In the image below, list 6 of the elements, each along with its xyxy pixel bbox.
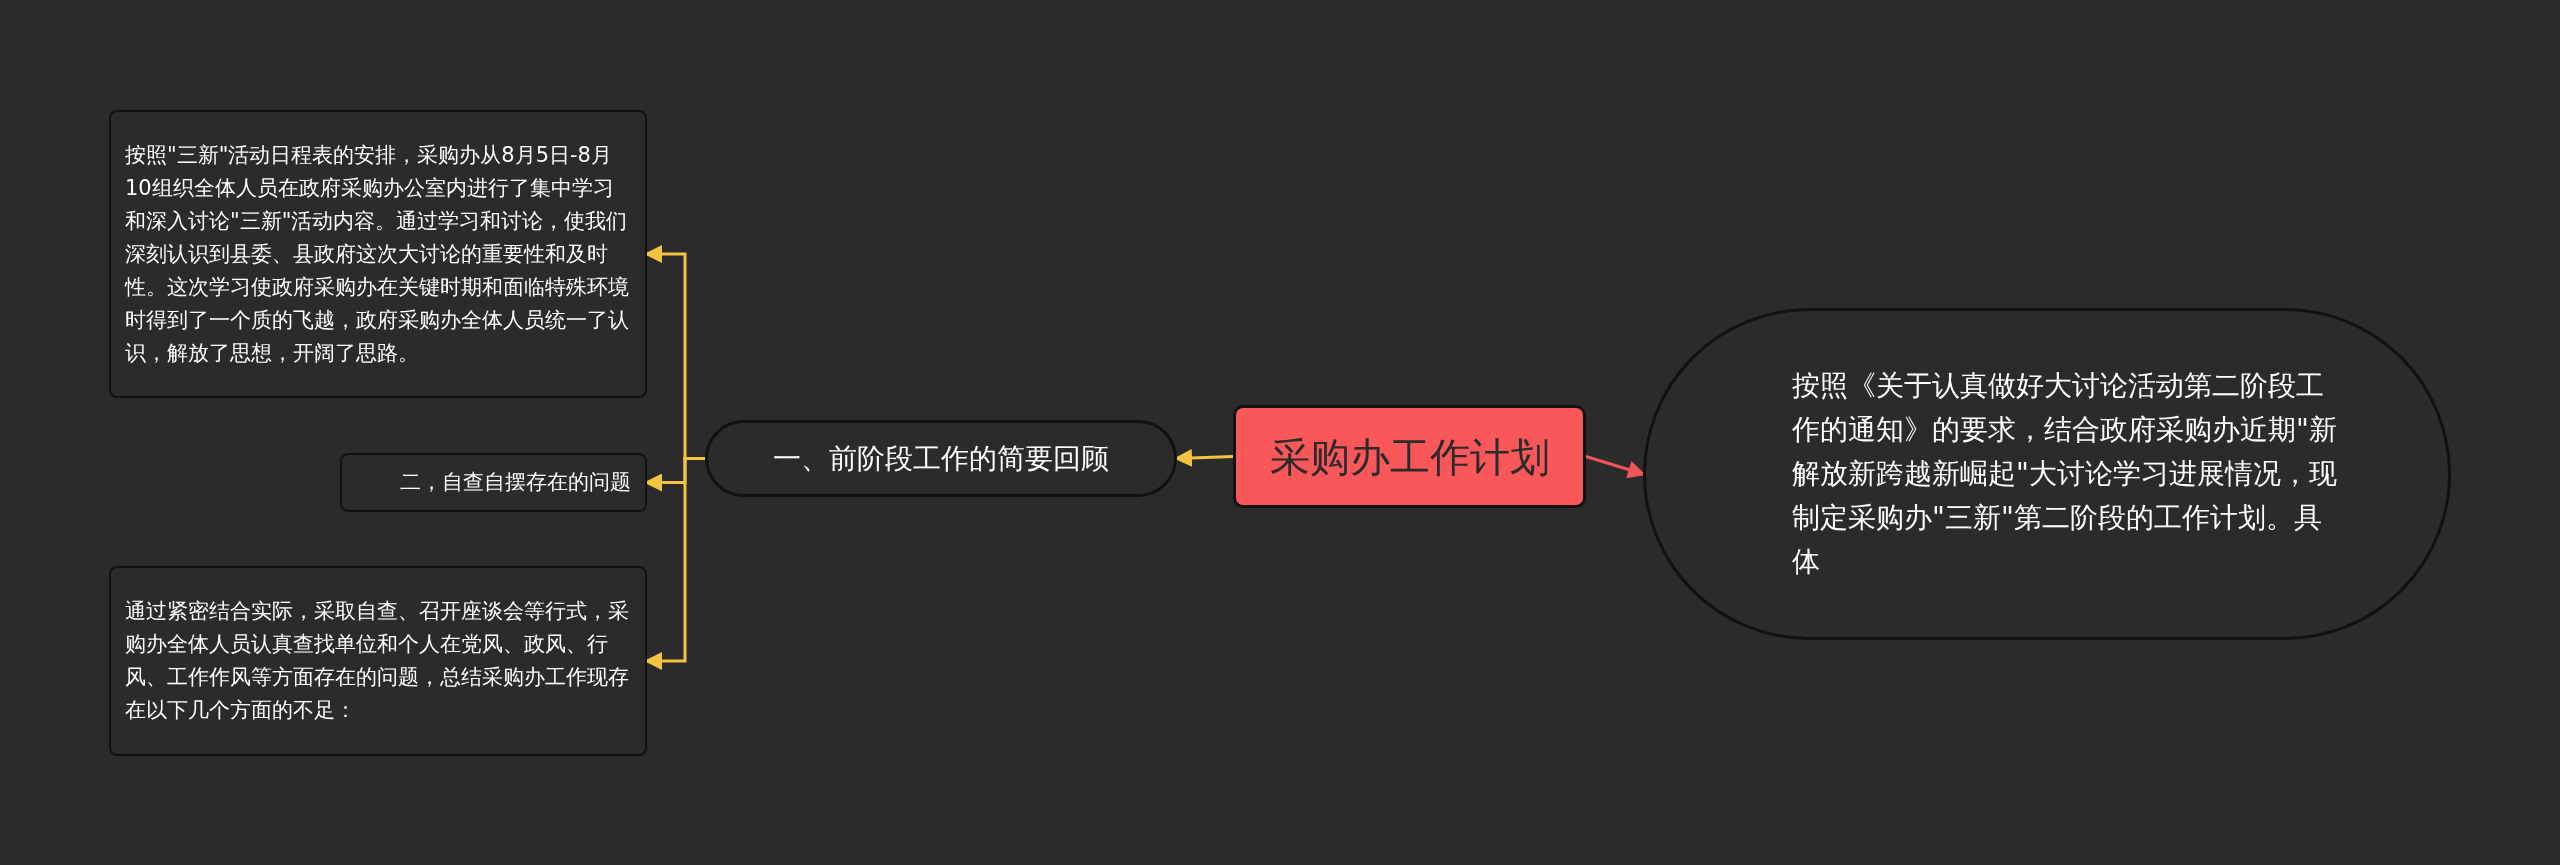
note-box: 通过紧密结合实际，采取自查、召开座谈会等行式，采购办全体人员认真查找单位和个人在党风、政风、行风、工作作风等方面存在的问题，总结采购办工作现存在以下几个方面的不足：	[109, 566, 647, 756]
note-box: 二，自查自摆存在的问题	[340, 453, 647, 512]
root-topic-box: 采购办工作计划	[1233, 405, 1586, 508]
branch-topic-pill: 一、前阶段工作的简要回顾	[705, 420, 1177, 497]
note-pill: 按照《关于认真做好大讨论活动第二阶段工作的通知》的要求，结合政府采购办近期"新解放新跨越新崛起"大讨论学习进展情况，现制定采购办"三新"第二阶段的工作计划。具体	[1643, 308, 2451, 640]
note-box: 按照"三新"活动日程表的安排，采购办从8月5日-8月10组织全体人员在政府采购办公室内进行了集中学习和深入讨论"三新"活动内容。通过学习和讨论，使我们深刻认识到县委、县政府这次大讨论的重要性和及时性。这次学习使政府采购办在关键时期和面临特殊环境时得到了一个质的飞越，政府采购办全体人员统一了认识，解放了思想，开阔了思路。	[109, 110, 647, 398]
